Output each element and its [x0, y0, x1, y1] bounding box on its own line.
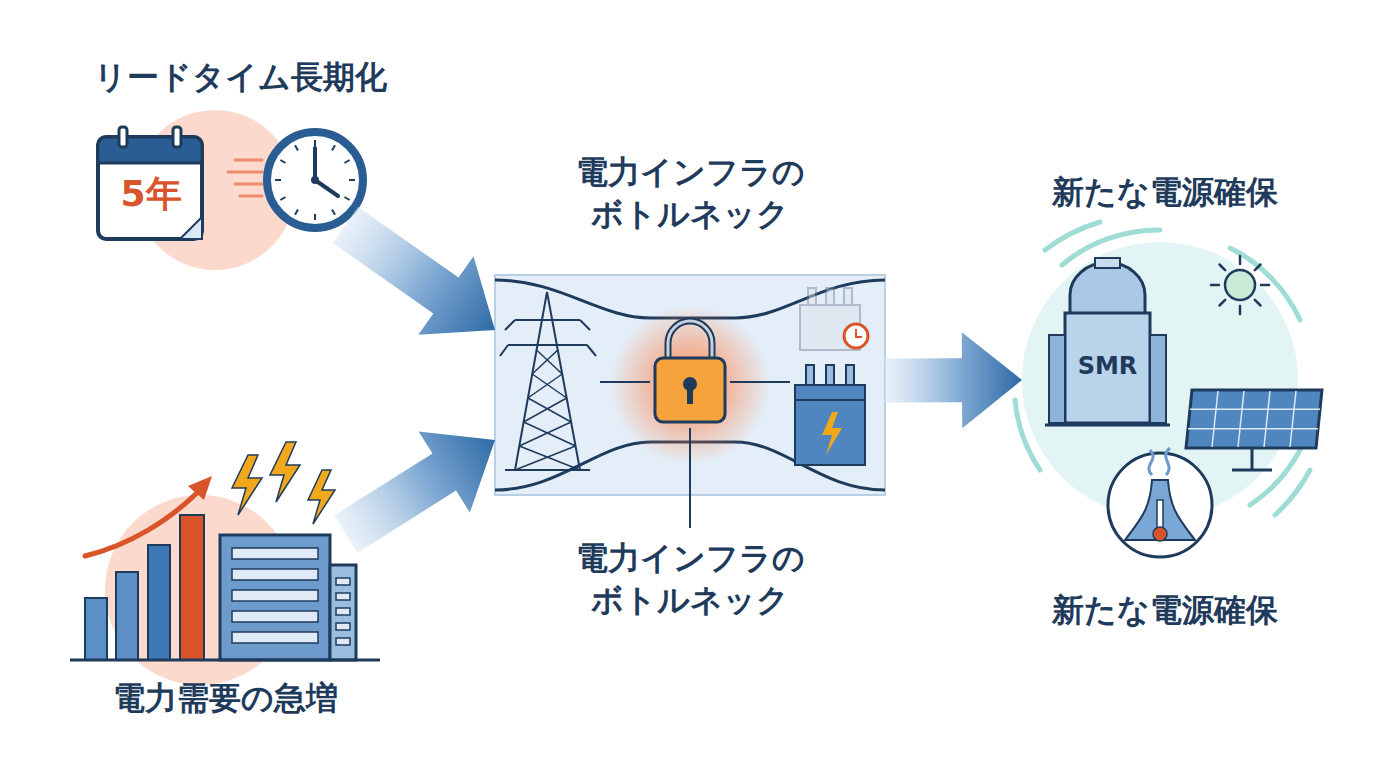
label-text: 5年 — [95, 171, 207, 218]
lead-time-group: リードタイム長期化 5年 — [70, 55, 410, 255]
label-text: 新たな電源確保 — [1015, 590, 1315, 632]
power-source-circle: 新たな電源確保新たな電源確保 SMR — [1015, 170, 1315, 640]
label-text: SMR — [1045, 351, 1170, 382]
smr-outline — [1045, 255, 1170, 435]
label-text: 電力インフラのボトルネック — [565, 538, 815, 621]
demand-illustration — [70, 442, 380, 685]
power-source-illustration — [1015, 222, 1322, 557]
calendar-icon: 5年 — [95, 125, 207, 243]
bottleneck-panel: 電力インフラのボトルネック電力インフラのボトルネック — [495, 150, 885, 630]
flow-arrow — [885, 332, 1022, 428]
heading: 電力需要の急増 — [70, 678, 380, 720]
demand-group: 電力需要の急増 — [70, 440, 380, 725]
smr-reactor: SMR — [1045, 255, 1170, 435]
heading: 新たな電源確保 — [1015, 172, 1315, 214]
heading: リードタイム長期化 — [70, 57, 410, 99]
flow-arrow — [333, 207, 495, 335]
bottleneck-illustration — [495, 275, 885, 528]
heading: 電力インフラのボトルネック — [565, 152, 815, 235]
flow-arrow — [334, 431, 495, 552]
node-outline — [495, 275, 885, 495]
